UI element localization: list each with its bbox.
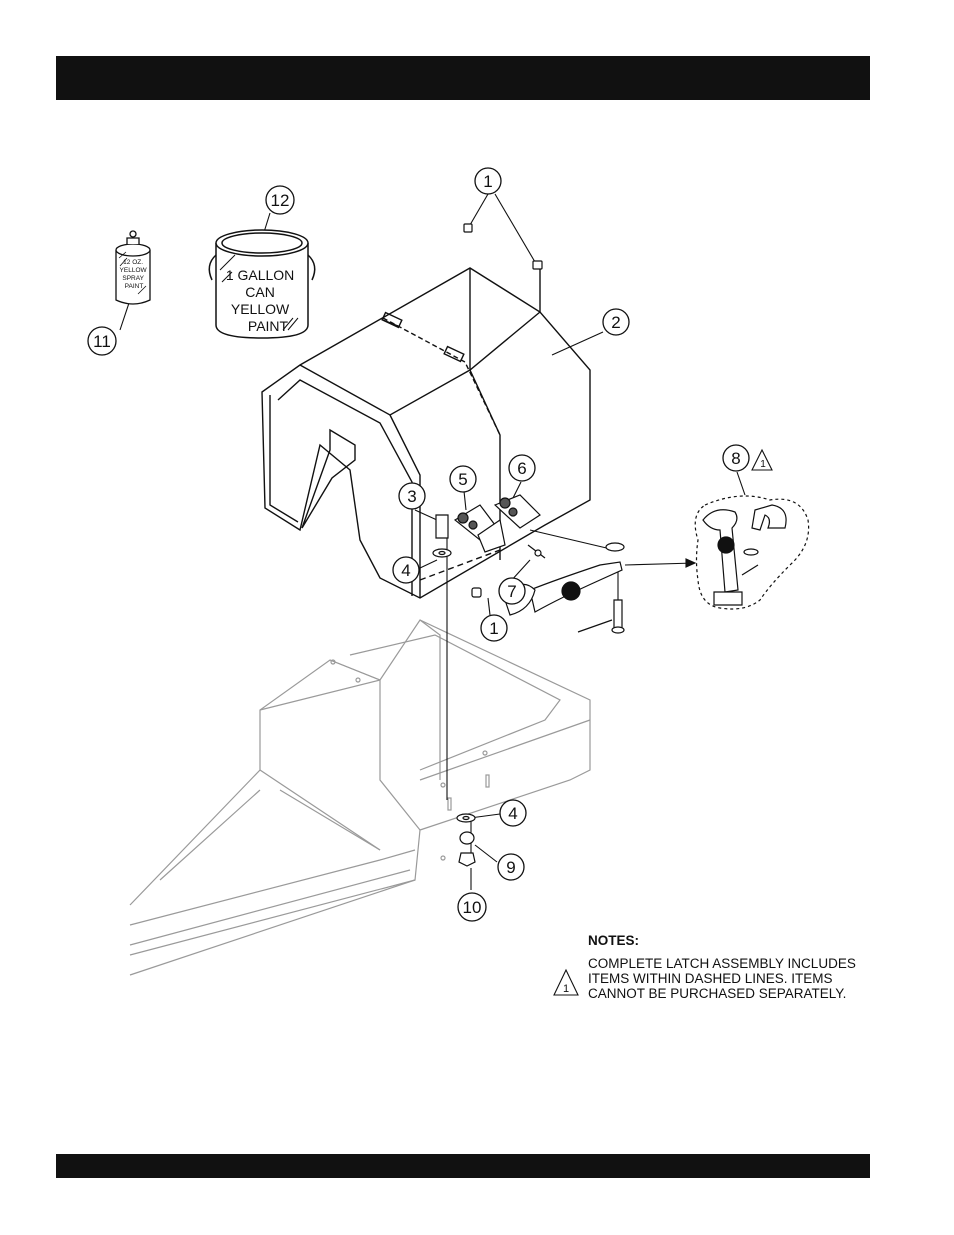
callout-6-label: 6 [517,459,526,478]
callout-1a-label: 1 [483,172,492,191]
paint-can-line-4: PAINT [248,318,289,334]
spray-can: 12 OZ. YELLOW SPRAY PAINT [116,231,150,304]
callout-4b: 4 [500,800,526,826]
notes-title: NOTES: [588,933,878,948]
callout-1a: 1 [475,168,501,194]
callout-11-label: 11 [93,332,111,351]
note-triangle-label: 1 [760,459,766,470]
spray-can-line-2: YELLOW [120,267,148,274]
callout-8: 8 [723,445,749,471]
paint-can-line-1: 1 GALLON [226,267,294,283]
callout-12-label: 12 [271,191,290,210]
spray-can-line-1: 12 OZ. [123,259,143,266]
callout-8-label: 8 [731,449,740,468]
trailer-frame [130,620,590,975]
callout-7-label: 7 [507,582,516,601]
callout-9: 9 [498,854,524,880]
callout-9-label: 9 [506,858,515,877]
callout-4a: 4 [393,557,419,583]
note-triangle-marker: 1 [752,450,772,470]
callouts: 1 12 2 11 8 6 5 3 4 7 1 4 9 10 [88,168,749,921]
notes-body: COMPLETE LATCH ASSEMBLY INCLUDES ITEMS W… [588,956,878,1001]
spray-can-line-3: SPRAY [122,275,144,282]
callout-4b-label: 4 [508,804,517,823]
callout-10: 10 [458,893,486,921]
callout-5-label: 5 [458,470,467,489]
callout-12: 12 [266,186,294,214]
paint-can: 1 GALLON CAN YELLOW PAINT [209,230,314,338]
callout-7: 7 [499,578,525,604]
callout-3: 3 [399,483,425,509]
callout-10-label: 10 [463,898,482,917]
callout-1b: 1 [481,615,507,641]
notes-triangle-label: 1 [563,983,569,995]
notes-triangle-marker: 1 [554,970,578,995]
callout-1b-label: 1 [489,619,498,638]
callout-5: 5 [450,466,476,492]
latch-assembly-detail [695,496,808,609]
hood-cover [262,265,590,598]
leader-lines [120,194,745,890]
callout-11: 11 [88,327,116,355]
callout-3-label: 3 [407,487,416,506]
callout-2: 2 [603,309,629,335]
callout-4a-label: 4 [401,561,410,580]
callout-2-label: 2 [611,313,620,332]
paint-can-line-2: CAN [245,284,275,300]
notes-block: NOTES: COMPLETE LATCH ASSEMBLY INCLUDES … [588,933,878,1001]
spray-can-line-4: PAINT [125,283,144,290]
paint-can-line-3: YELLOW [231,301,290,317]
callout-6: 6 [509,455,535,481]
